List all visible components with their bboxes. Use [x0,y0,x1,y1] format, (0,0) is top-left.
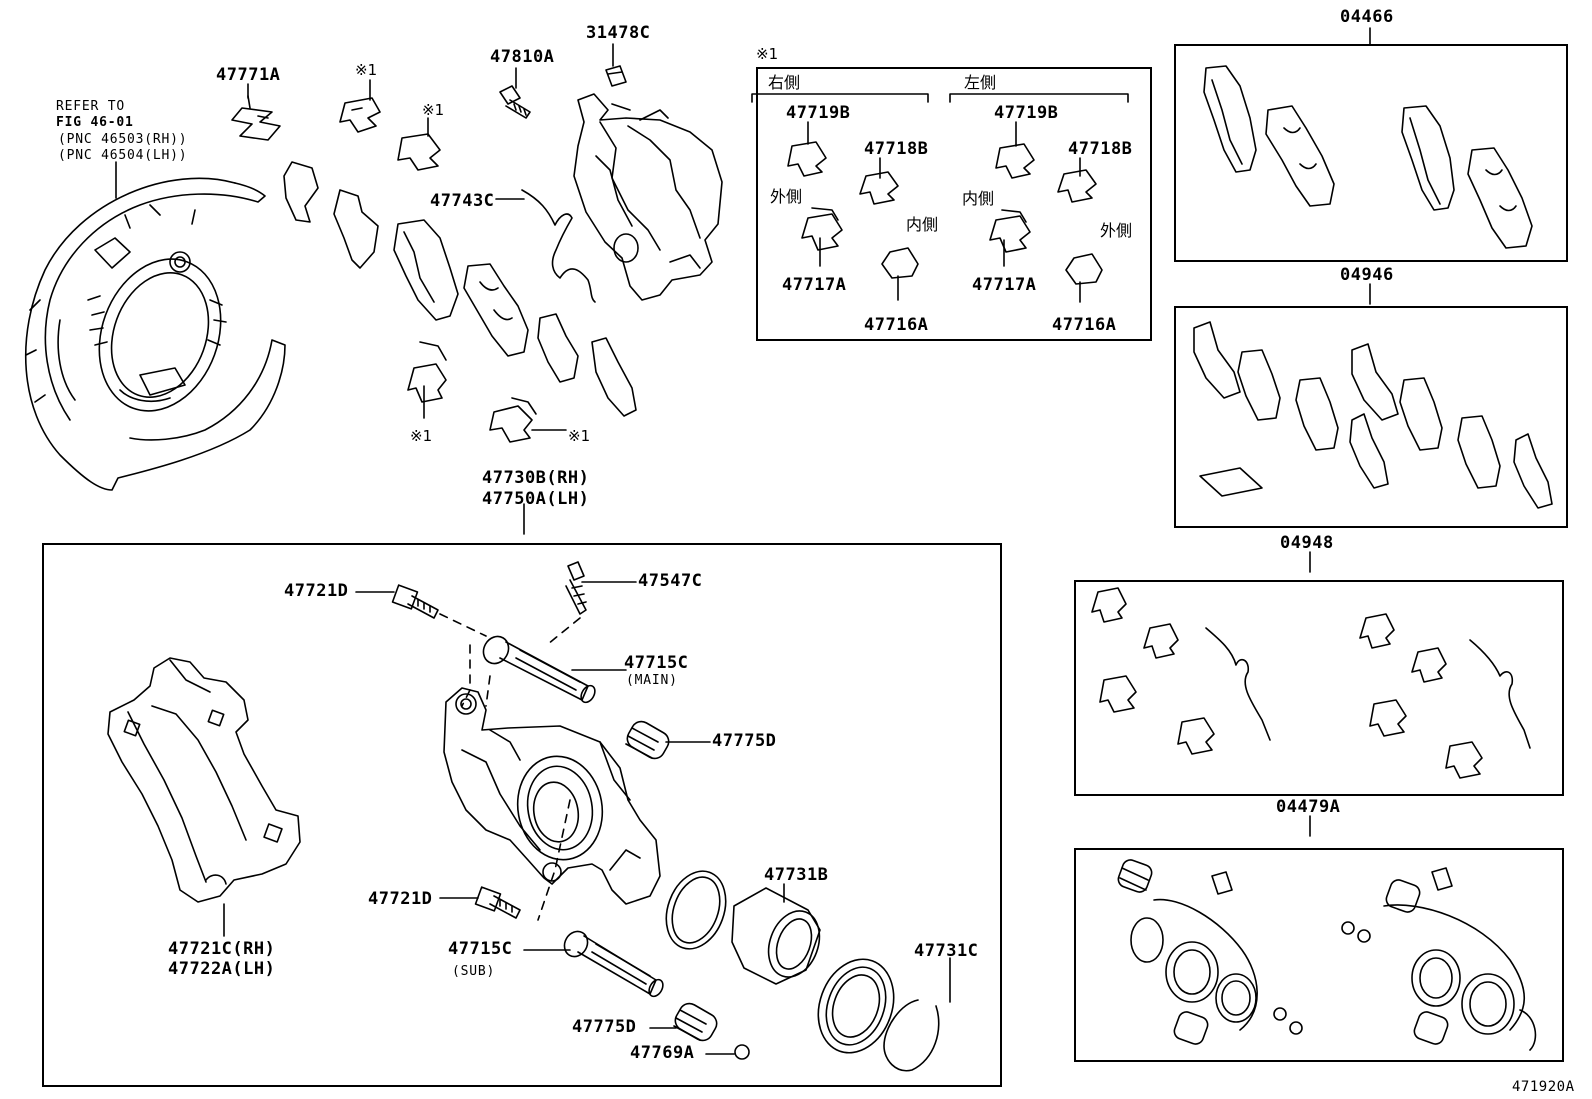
label-kit-04948: 04948 [1280,533,1334,553]
cap-31478C-art [606,66,626,86]
inset-r-47719B: 47719B [786,103,851,123]
label-47769A: 47769A [630,1043,695,1063]
kit-04946-box [1174,306,1568,528]
inset-mark: ※1 [756,45,779,63]
label-47715C-main: 47715C [624,653,689,673]
inset-l-47717A: 47717A [972,275,1037,295]
label-47722A: 47722A(LH) [168,959,276,979]
mark-low1: ※1 [410,427,433,445]
inset-l-inner: 内側 [962,189,995,208]
shim-lower-right-art [490,398,536,442]
inset-r-outer: 外側 [770,187,803,206]
pin-main-47715C-art [479,632,598,705]
boot-47775D-bot-art [672,1000,721,1044]
mark-top2: ※1 [422,101,445,119]
inset-l-outer: 外側 [1100,221,1133,240]
cap-47769A-art [735,1045,749,1059]
bolt-47721D-top-art [393,585,438,618]
label-47731B: 47731B [764,865,829,885]
inset-r-47717A: 47717A [782,275,847,295]
kit-04948-art [1092,588,1530,778]
inset-r-47716A: 47716A [864,315,929,335]
refer-line1: REFER TO [56,99,126,114]
inset-shims-box [756,67,1152,341]
label-47730B: 47730B(RH) [482,468,590,488]
mark-low2: ※1 [568,427,591,445]
bleeder-47547C-art [566,562,586,614]
kit-04946-art [1194,322,1552,508]
bracket-47721C-art [108,658,300,902]
caliper-top-art [574,94,722,300]
label-47743C: 47743C [430,191,495,211]
label-47721C: 47721C(RH) [168,939,276,959]
label-47775D-bot: 47775D [572,1017,637,1037]
label-31478C: 31478C [586,23,651,43]
piston-art [732,888,828,984]
label-kit-04479A: 04479A [1276,797,1341,817]
inset-right-side: 右側 [768,73,801,92]
boot-47731C-art [806,949,906,1064]
shim-lower-left-art [408,342,446,402]
backing-plate-art [26,178,285,490]
kit-04948-box [1074,580,1564,796]
label-47810A: 47810A [490,47,555,67]
kit-04479A-box [1074,848,1564,1062]
bolt-47810A-art [500,86,530,118]
clip-47771A-art [232,96,280,140]
inset-r-inner: 内側 [906,215,939,234]
label-47715C-sub: 47715C [448,939,513,959]
inset-r-47718B: 47718B [864,139,929,159]
label-sub: (SUB) [452,964,496,979]
caliper-body-art [444,688,660,904]
kit-04479A-art [1116,858,1535,1050]
kit-04466-art [1204,66,1532,248]
refer-line2: FIG 46-01 [56,115,134,130]
inset-l-47718B: 47718B [1068,139,1133,159]
label-47750A: 47750A(LH) [482,489,590,509]
inset-l-47719B: 47719B [994,103,1059,123]
refer-line3: (PNC 46503(RH)) [58,132,188,147]
label-47771A: 47771A [216,65,281,85]
label-47775D-top: 47775D [712,731,777,751]
inset-shims-art [752,94,1128,302]
inset-left-side: 左側 [964,73,997,92]
pin-sub-47715C-art [560,927,666,999]
pads-center-art [284,162,636,416]
refer-line4: (PNC 46504(LH)) [58,148,188,163]
kit-04466-box [1174,44,1568,262]
seal-47731B-art [656,863,736,957]
figure-id: 471920A [1512,1079,1575,1095]
ring-art [884,1000,939,1071]
label-47721D-bot: 47721D [368,889,433,909]
bolt-47721D-bot-art [476,887,520,918]
shim-top-mid-art [398,134,440,170]
label-kit-04946: 04946 [1340,265,1394,285]
caliper-assembly-box [42,543,1002,1087]
boot-47775D-top-art [624,718,673,762]
label-47731C: 47731C [914,941,979,961]
mark-top1: ※1 [355,61,378,79]
spring-47743C-art [522,190,595,302]
inset-l-47716A: 47716A [1052,315,1117,335]
label-47721D-top: 47721D [284,581,349,601]
label-47547C: 47547C [638,571,703,591]
shim-top-left-art [340,98,380,132]
label-kit-04466: 04466 [1340,7,1394,27]
label-main: (MAIN) [626,673,678,688]
